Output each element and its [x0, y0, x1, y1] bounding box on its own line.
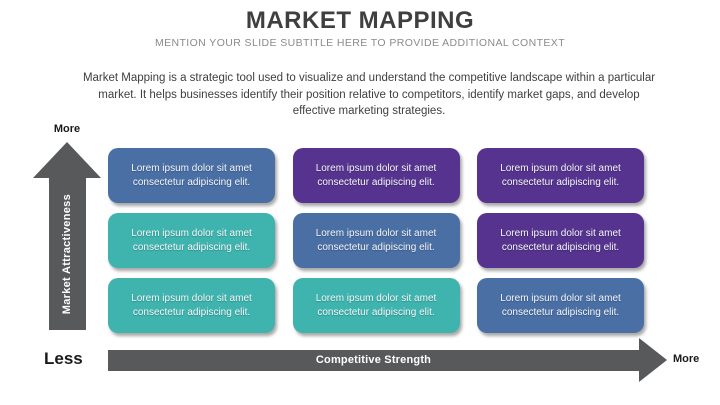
- cell-text-line1: Lorem ipsum dolor sit amet: [500, 163, 621, 174]
- y-axis-label: Market Attractiveness: [61, 193, 73, 315]
- y-axis-arrowhead-icon: [33, 142, 101, 178]
- cell-text-line2: consectetur adipiscing elit.: [132, 306, 251, 318]
- slide-description: Market Mapping is a strategic tool used …: [82, 72, 656, 117]
- matrix-cell-r1-c3: Lorem ipsum dolor sit amet consectetur ad…: [477, 148, 644, 203]
- y-axis-arrow-shaft: Market Attractiveness: [48, 178, 86, 330]
- cell-text-line2: consectetur adipiscing elit.: [501, 241, 620, 253]
- matrix-cell-r3-c3: Lorem ipsum dolor sit amet consectetur ad…: [477, 278, 644, 333]
- x-axis-less-label: Less: [44, 349, 83, 368]
- cell-text-line2: consectetur adipiscing elit.: [501, 306, 620, 318]
- x-axis-arrowhead-icon: [639, 338, 667, 382]
- cell-text-line2: consectetur adipiscing elit.: [317, 306, 435, 318]
- cell-text-line1: Lorem ipsum dolor sit amet: [131, 228, 252, 239]
- x-axis-arrow-shaft: Competitive Strength: [108, 350, 639, 371]
- matrix-cell-r3-c2: Lorem ipsum dolor sit amet consectetur ad…: [292, 278, 460, 333]
- cell-text-line2: consectetur adipiscing elit.: [132, 241, 251, 253]
- cell-text-line1: Lorem ipsum dolor sit amet: [131, 293, 252, 304]
- cell-text-line2: consectetur adipiscing elit.: [501, 176, 620, 188]
- slide-subtitle: MENTION YOUR SLIDE SUBTITLE HERE TO PROV…: [154, 37, 566, 49]
- cell-text-line2: consectetur adipiscing elit.: [317, 176, 435, 188]
- cell-text-line1: Lorem ipsum dolor sit amet: [315, 228, 437, 239]
- matrix-cell-r1-c2: Lorem ipsum dolor sit amet consectetur ad…: [292, 148, 460, 203]
- matrix-cell-r3-c1: Lorem ipsum dolor sit amet consectetur ad…: [108, 278, 275, 333]
- cell-text-line2: consectetur adipiscing elit.: [317, 241, 435, 253]
- cell-text-line1: Lorem ipsum dolor sit amet: [500, 293, 621, 304]
- cell-text-line2: consectetur adipiscing elit.: [132, 176, 251, 188]
- matrix-cell-r2-c1: Lorem ipsum dolor sit amet consectetur ad…: [108, 213, 275, 268]
- cell-text-line1: Lorem ipsum dolor sit amet: [315, 293, 437, 304]
- x-axis-label: Competitive Strength: [315, 354, 432, 366]
- matrix-cell-r1-c1: Lorem ipsum dolor sit amet consectetur ad…: [108, 148, 275, 203]
- cell-text-line1: Lorem ipsum dolor sit amet: [500, 228, 621, 239]
- matrix-cell-r2-c3: Lorem ipsum dolor sit amet consectetur ad…: [477, 213, 644, 268]
- y-axis-more-label: More: [53, 123, 81, 135]
- cell-text-line1: Lorem ipsum dolor sit amet: [315, 163, 437, 174]
- x-axis-more-label: More: [673, 353, 700, 365]
- market-matrix: Lorem ipsum dolor sit amet consectetur ad…: [108, 148, 644, 333]
- cell-text-line1: Lorem ipsum dolor sit amet: [131, 163, 252, 174]
- y-axis-arrow: Market Attractiveness: [33, 142, 101, 330]
- matrix-cell-r2-c2: Lorem ipsum dolor sit amet consectetur ad…: [292, 213, 460, 268]
- page-title: MARKET MAPPING: [245, 7, 475, 34]
